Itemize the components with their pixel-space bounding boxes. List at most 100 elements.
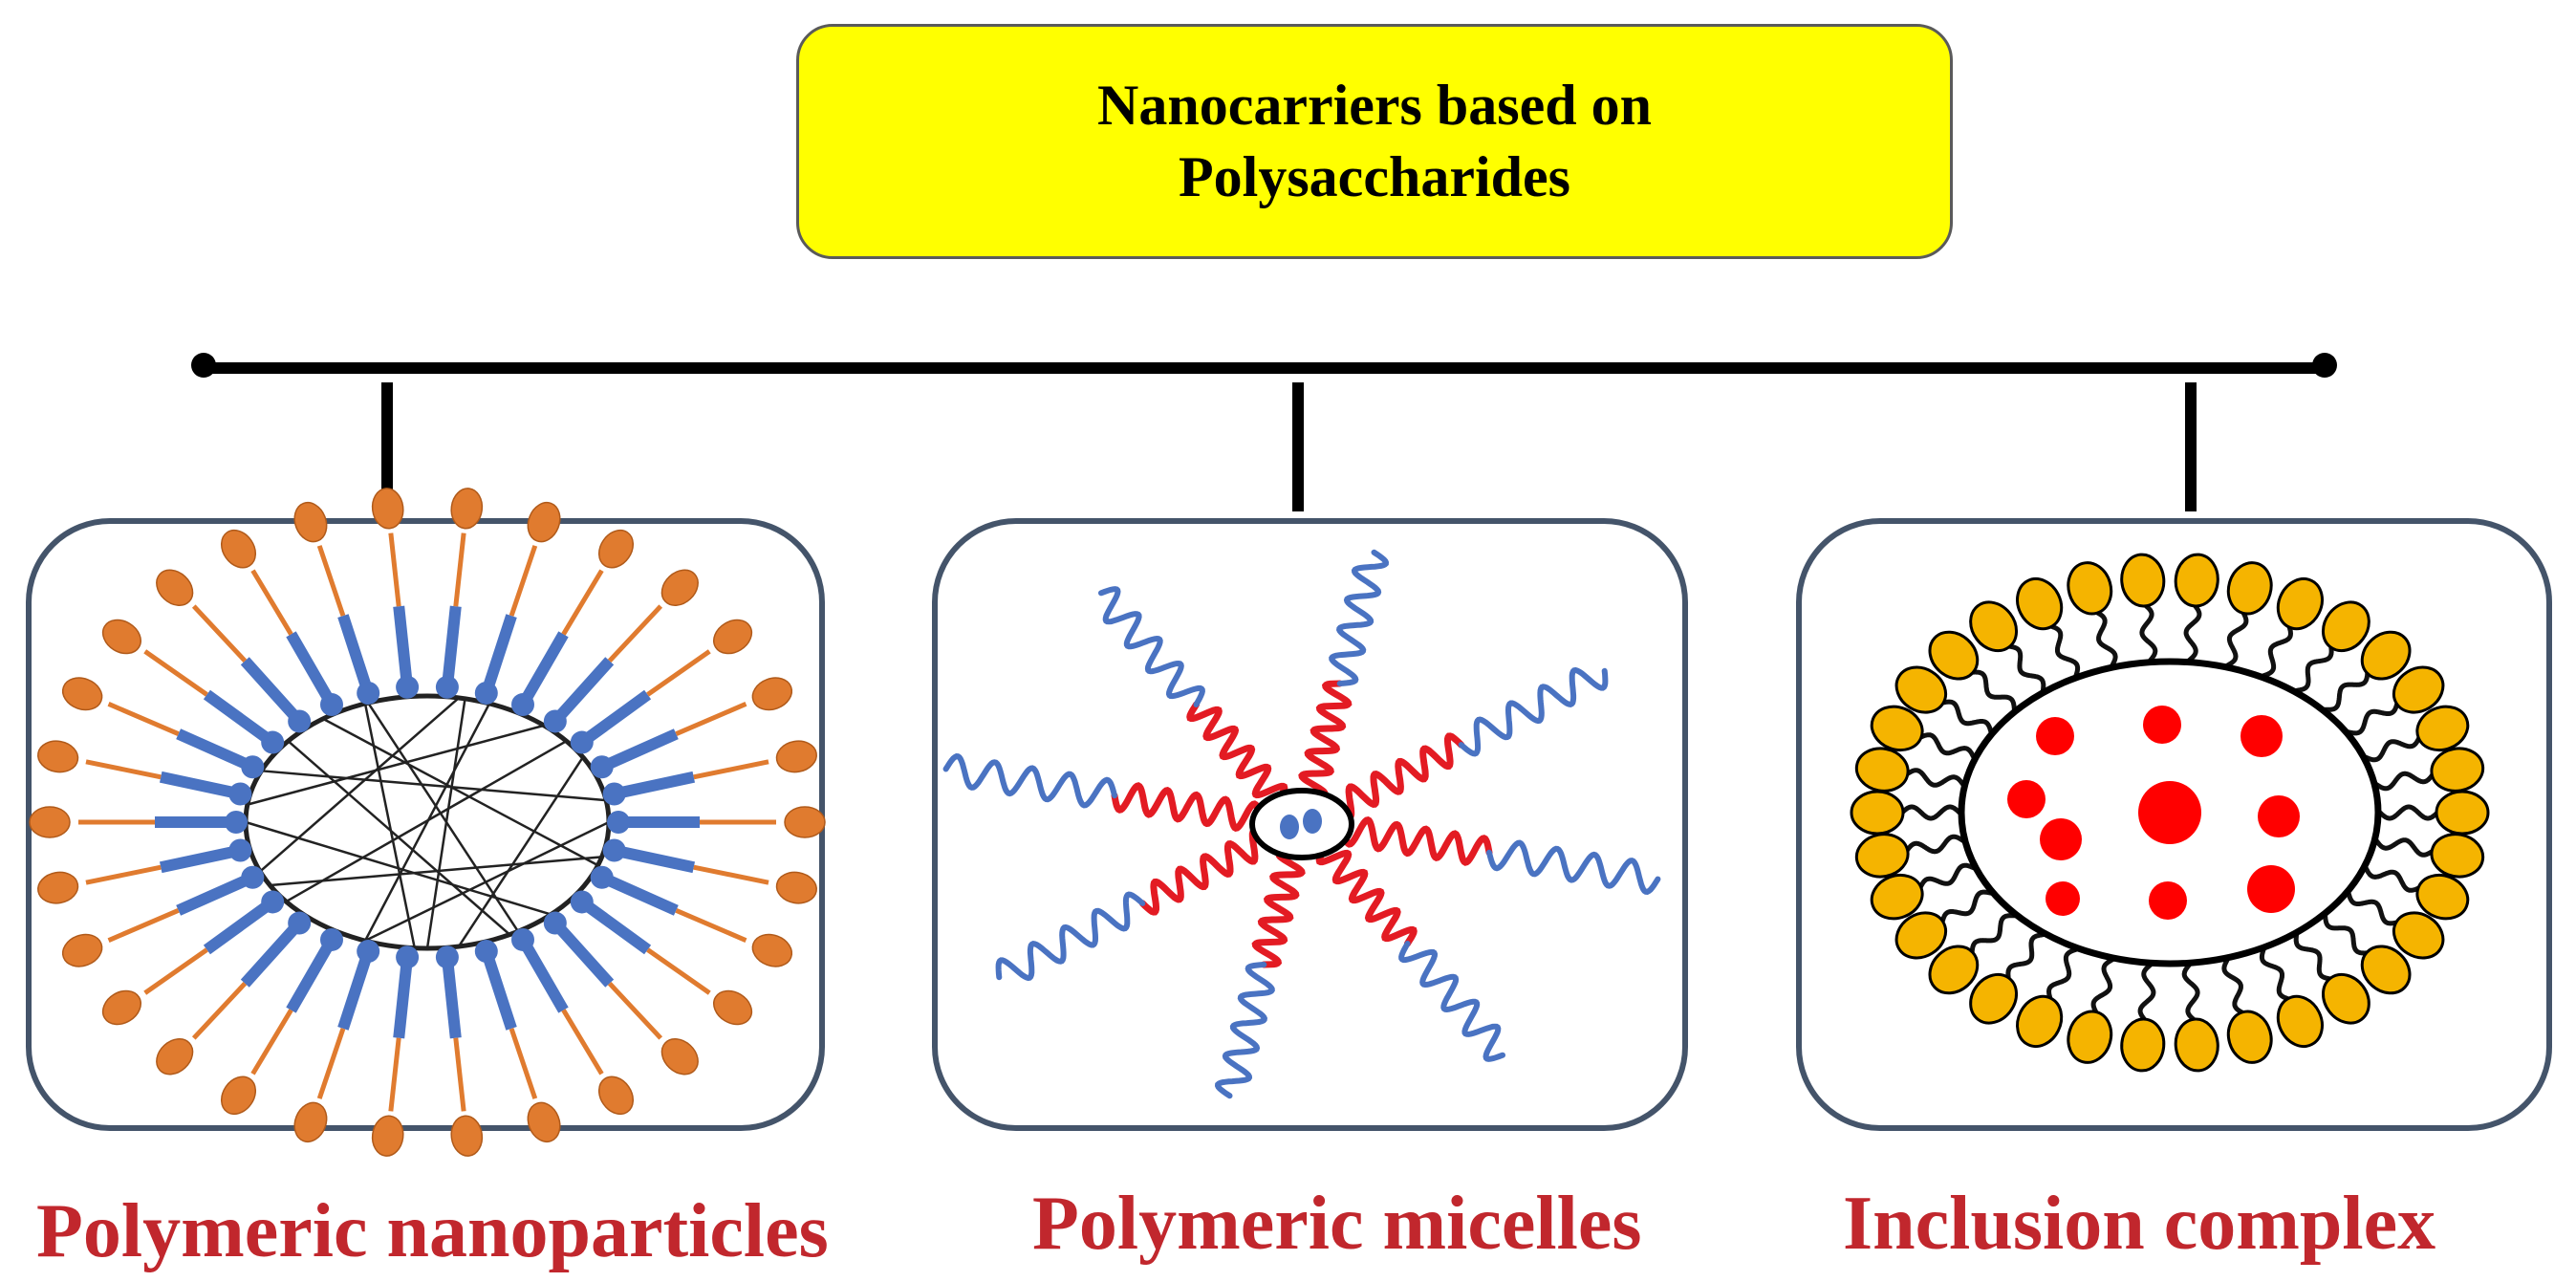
drug-molecule (2040, 818, 2082, 860)
linker-chain (2293, 932, 2334, 982)
surface-bead (590, 865, 614, 889)
drug-molecule (2138, 781, 2201, 844)
surface-bead (228, 838, 252, 862)
linker-chain (2346, 890, 2400, 926)
linker-chain (2183, 602, 2202, 663)
polymer-chain (393, 605, 414, 688)
linker-chain (2363, 865, 2422, 893)
connector-endpoint-right (2312, 353, 2337, 378)
cyclodextrin-unit (2120, 553, 2166, 608)
lipid-head (37, 740, 79, 773)
cyclodextrin-unit (1969, 972, 2019, 1025)
drug-molecule (1303, 809, 1322, 834)
polymeric-micelle-illustration (942, 549, 1661, 1099)
lipid-tail (107, 908, 180, 943)
polymer-chain (393, 956, 414, 1039)
polymer-chain (240, 657, 304, 726)
lipid-head (220, 1076, 257, 1116)
surface-bead (602, 838, 626, 862)
surface-bead (241, 865, 265, 889)
lipid-head (371, 488, 404, 530)
cyclodextrin-unit (2392, 665, 2445, 714)
polymer-chain (337, 614, 374, 695)
polymer-matrix-strand (261, 770, 607, 802)
hydrophobic-block (1186, 701, 1288, 804)
lipid-tail (561, 569, 604, 636)
surface-bead (396, 945, 420, 969)
linker-chain (2005, 643, 2046, 693)
polymer-matrix-strand (367, 702, 520, 933)
lipid-head (527, 501, 561, 543)
surface-bead (435, 945, 459, 969)
polymer-chain (203, 897, 276, 955)
hydrophilic-block (942, 753, 1117, 809)
lipid-tail (388, 1037, 401, 1112)
lipid-head (156, 1038, 194, 1076)
lipid-head (61, 933, 103, 967)
lipid-tail (693, 759, 769, 780)
polymer-chain (441, 956, 462, 1039)
surface-bead (261, 890, 285, 914)
hydrophilic-block (1214, 962, 1275, 1099)
surface-bead (261, 730, 285, 754)
surface-bead (474, 940, 498, 964)
cyclodextrin-unit (2120, 1017, 2166, 1073)
surface-bead (590, 755, 614, 779)
polymer-chain (159, 844, 242, 874)
polymer-chain (203, 689, 276, 748)
surface-bead (474, 681, 498, 705)
lipid-tail (85, 864, 162, 885)
cyclodextrin-unit (2016, 576, 2064, 631)
cyclodextrin-unit (2360, 945, 2412, 995)
lipid-tail (388, 532, 401, 607)
hydrophilic-block (1398, 941, 1505, 1062)
lipid-head (775, 871, 817, 904)
title-box: Nanocarriers based on Polysaccharides (796, 24, 1953, 259)
lipid-tail (191, 981, 248, 1040)
drug-molecule (2247, 865, 2295, 913)
cyclodextrin-unit (1850, 790, 1905, 836)
cyclodextrin-unit (1928, 945, 1980, 995)
lipid-tail (250, 569, 293, 636)
cyclodextrin-unit (2430, 747, 2485, 793)
cyclodextrin-unit (2321, 972, 2370, 1025)
cyclodextrin-unit (1854, 747, 1910, 793)
surface-bead (607, 811, 630, 834)
surface-bead (543, 709, 567, 733)
surface-bead (435, 675, 459, 699)
hydrophilic-block (995, 891, 1146, 982)
lipid-head (527, 1101, 561, 1143)
linker-chain (1939, 699, 1994, 735)
polymer-chain (517, 936, 569, 1013)
lipid-head (450, 1115, 484, 1157)
lipid-head (660, 569, 699, 606)
linker-chain (2373, 837, 2435, 858)
lipid-tail (143, 947, 208, 995)
lipid-head (597, 529, 635, 569)
lipid-head (713, 619, 753, 655)
lipid-tail (453, 532, 466, 607)
lipid-head (293, 1101, 328, 1143)
connector-endpoint-left (191, 353, 216, 378)
lipid-head (37, 871, 79, 904)
cyclodextrin-unit (2360, 630, 2412, 681)
surface-bead (543, 911, 567, 935)
micelle-core (1249, 788, 1354, 860)
polymer-chain (613, 844, 696, 874)
linker-chain (2090, 957, 2115, 1016)
lipid-tail (250, 1009, 293, 1076)
linker-chain (1917, 862, 1977, 891)
linker-chain (2323, 669, 2370, 712)
lipid-head (775, 740, 817, 773)
polymer-chain (578, 897, 652, 955)
lipid-head (660, 1038, 699, 1076)
linker-chain (2047, 623, 2081, 679)
drug-molecule (2258, 795, 2300, 837)
lipid-tail (85, 759, 162, 780)
linker-chain (2139, 602, 2158, 663)
linker-chain (2323, 913, 2370, 956)
lipid-head (220, 529, 257, 569)
cyclodextrin-unit (1928, 630, 1980, 681)
lipid-tail (607, 981, 663, 1040)
